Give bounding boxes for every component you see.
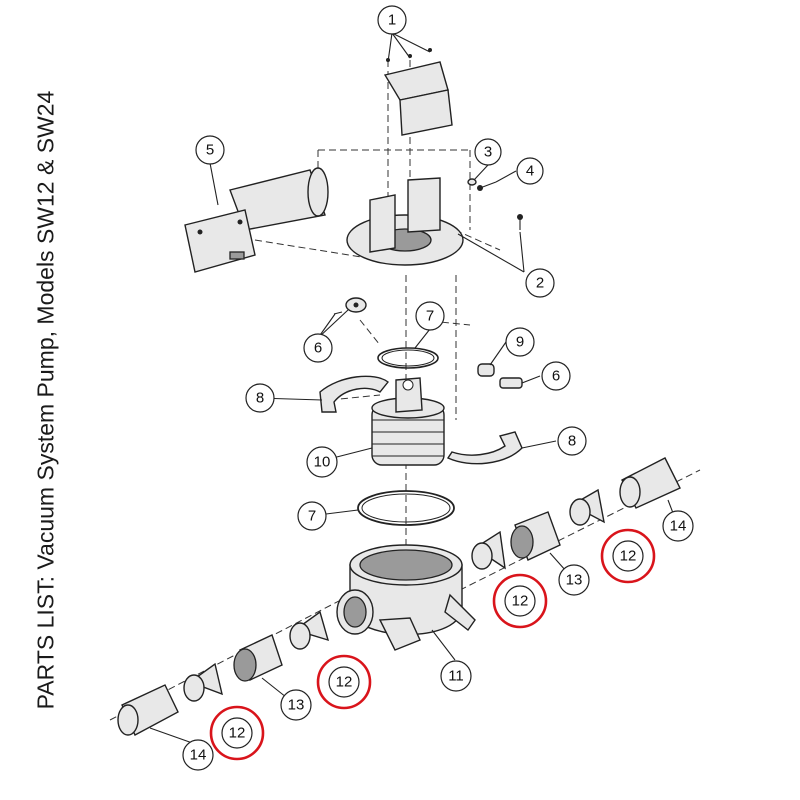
callout-14-right: 14 xyxy=(662,510,694,542)
callout-5-label: 5 xyxy=(206,142,214,159)
callout-8-left: 8 xyxy=(245,383,275,413)
part-5-motor xyxy=(184,167,329,273)
part-7-oring-upper xyxy=(377,347,439,369)
highlight-ring xyxy=(492,573,548,629)
highlight-ring xyxy=(209,705,265,761)
callout-8-right-label: 8 xyxy=(568,433,576,450)
callout-12-left-mid-label: 12 xyxy=(336,674,353,691)
callout-6-left-label: 6 xyxy=(314,340,322,357)
highlight-ring xyxy=(316,654,372,710)
part-6-pin-right xyxy=(499,377,523,389)
callout-1-label: 1 xyxy=(388,12,396,29)
callout-14-right-label: 14 xyxy=(670,518,687,535)
callout-3: 3 xyxy=(474,138,502,166)
part-10-diaphragm xyxy=(371,377,445,466)
callout-10-label: 10 xyxy=(314,454,331,471)
callout-11-label: 11 xyxy=(448,668,464,685)
part-7-oring-lower xyxy=(357,490,455,526)
callout-5: 5 xyxy=(195,135,225,165)
callout-12-left-mid: 12 xyxy=(316,654,372,710)
part-1-cover xyxy=(383,48,453,136)
callout-6-left: 6 xyxy=(303,333,333,363)
part-12-check-valve-left-inner xyxy=(289,610,330,650)
callout-1: 1 xyxy=(377,5,407,35)
callout-12-top-right: 12 xyxy=(600,528,656,584)
callout-12-right-mid-label: 12 xyxy=(512,593,529,610)
part-11-housing xyxy=(336,544,476,651)
callout-4: 4 xyxy=(516,157,544,185)
callout-7-upper: 7 xyxy=(415,301,445,331)
part-12-check-valve-right-inner xyxy=(471,530,506,570)
part-13-adapter-right xyxy=(510,511,561,561)
callout-12-right-mid: 12 xyxy=(492,573,548,629)
callout-9: 9 xyxy=(505,327,535,357)
callout-12-top-right-label: 12 xyxy=(620,548,637,565)
callout-8-right: 8 xyxy=(557,426,587,456)
part-12-check-valve-right-outer xyxy=(569,488,605,526)
callout-6-right: 6 xyxy=(541,361,571,391)
callout-13-left: 13 xyxy=(280,689,312,721)
callout-13-right: 13 xyxy=(558,564,590,596)
callout-8-left-label: 8 xyxy=(256,390,264,407)
part-8-half-ring-left xyxy=(319,375,389,413)
part-3-4-washer-screw xyxy=(467,178,497,191)
callout-3-label: 3 xyxy=(484,144,492,161)
callout-7-lower: 7 xyxy=(297,501,327,531)
callout-6-right-label: 6 xyxy=(552,368,560,385)
part-9-bushing xyxy=(477,363,495,377)
callout-12-bottom-left: 12 xyxy=(209,705,265,761)
part-12-check-valve-left-outer xyxy=(183,662,223,702)
callout-12-bottom-left-label: 12 xyxy=(229,725,246,742)
part-8-half-ring-right xyxy=(446,431,523,465)
callout-2-label: 2 xyxy=(536,275,544,292)
callout-13-right-label: 13 xyxy=(566,572,583,589)
part-14-hose-barb-left xyxy=(117,684,179,736)
part-2-mount-plate xyxy=(346,177,523,266)
callout-13-left-label: 13 xyxy=(288,697,305,714)
callout-10: 10 xyxy=(306,446,338,478)
highlight-ring xyxy=(600,528,656,584)
callout-7-lower-label: 7 xyxy=(308,508,316,525)
callout-9-label: 9 xyxy=(516,334,524,351)
callout-4-label: 4 xyxy=(526,163,534,180)
callout-14-left-label: 14 xyxy=(190,747,207,764)
callout-2: 2 xyxy=(525,268,555,298)
callout-11: 11 xyxy=(440,660,472,692)
part-13-adapter-left xyxy=(233,634,283,682)
callout-7-upper-label: 7 xyxy=(426,308,434,325)
part-6-bracket-left xyxy=(333,297,367,315)
callout-14-left: 14 xyxy=(182,739,214,771)
part-14-hose-barb-right xyxy=(619,457,681,509)
